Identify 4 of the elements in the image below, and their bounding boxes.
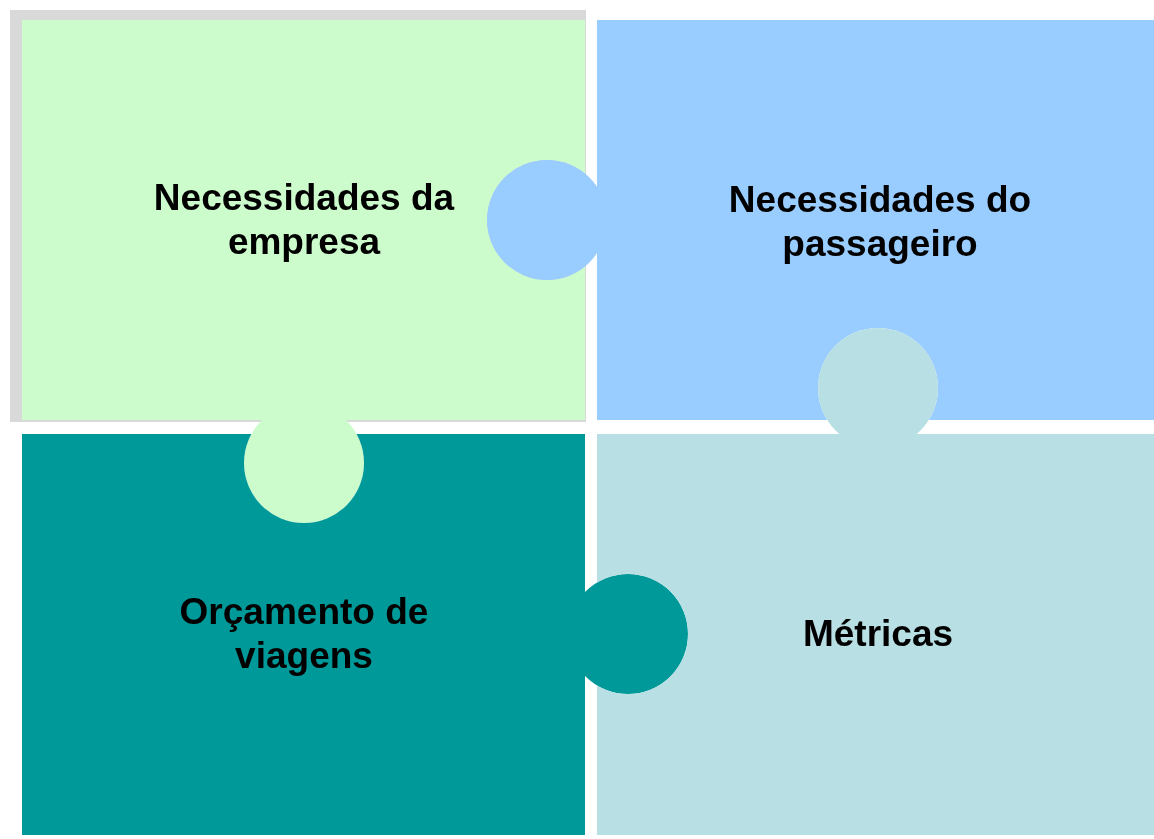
piece-label: Necessidades do passageiro: [727, 178, 1033, 266]
piece-label: Necessidades da empresa: [152, 176, 456, 264]
piece-label: Métricas: [801, 612, 955, 656]
piece-label: Orçamento de viagens: [178, 590, 430, 678]
